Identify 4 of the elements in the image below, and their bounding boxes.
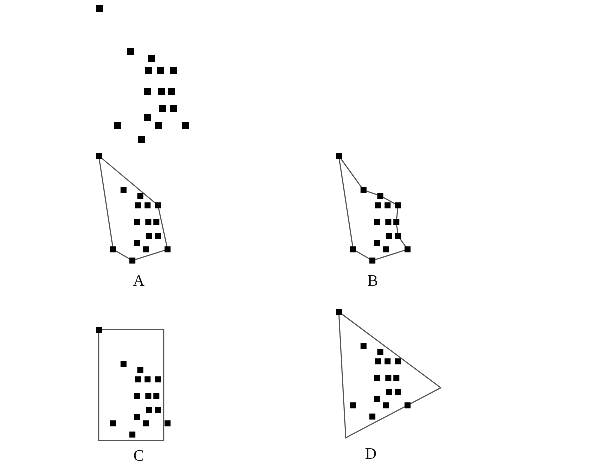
panel-label: D: [365, 446, 377, 464]
panel-label: B: [368, 273, 378, 291]
panel-label: A: [133, 273, 145, 291]
panel-label: C: [134, 448, 144, 466]
